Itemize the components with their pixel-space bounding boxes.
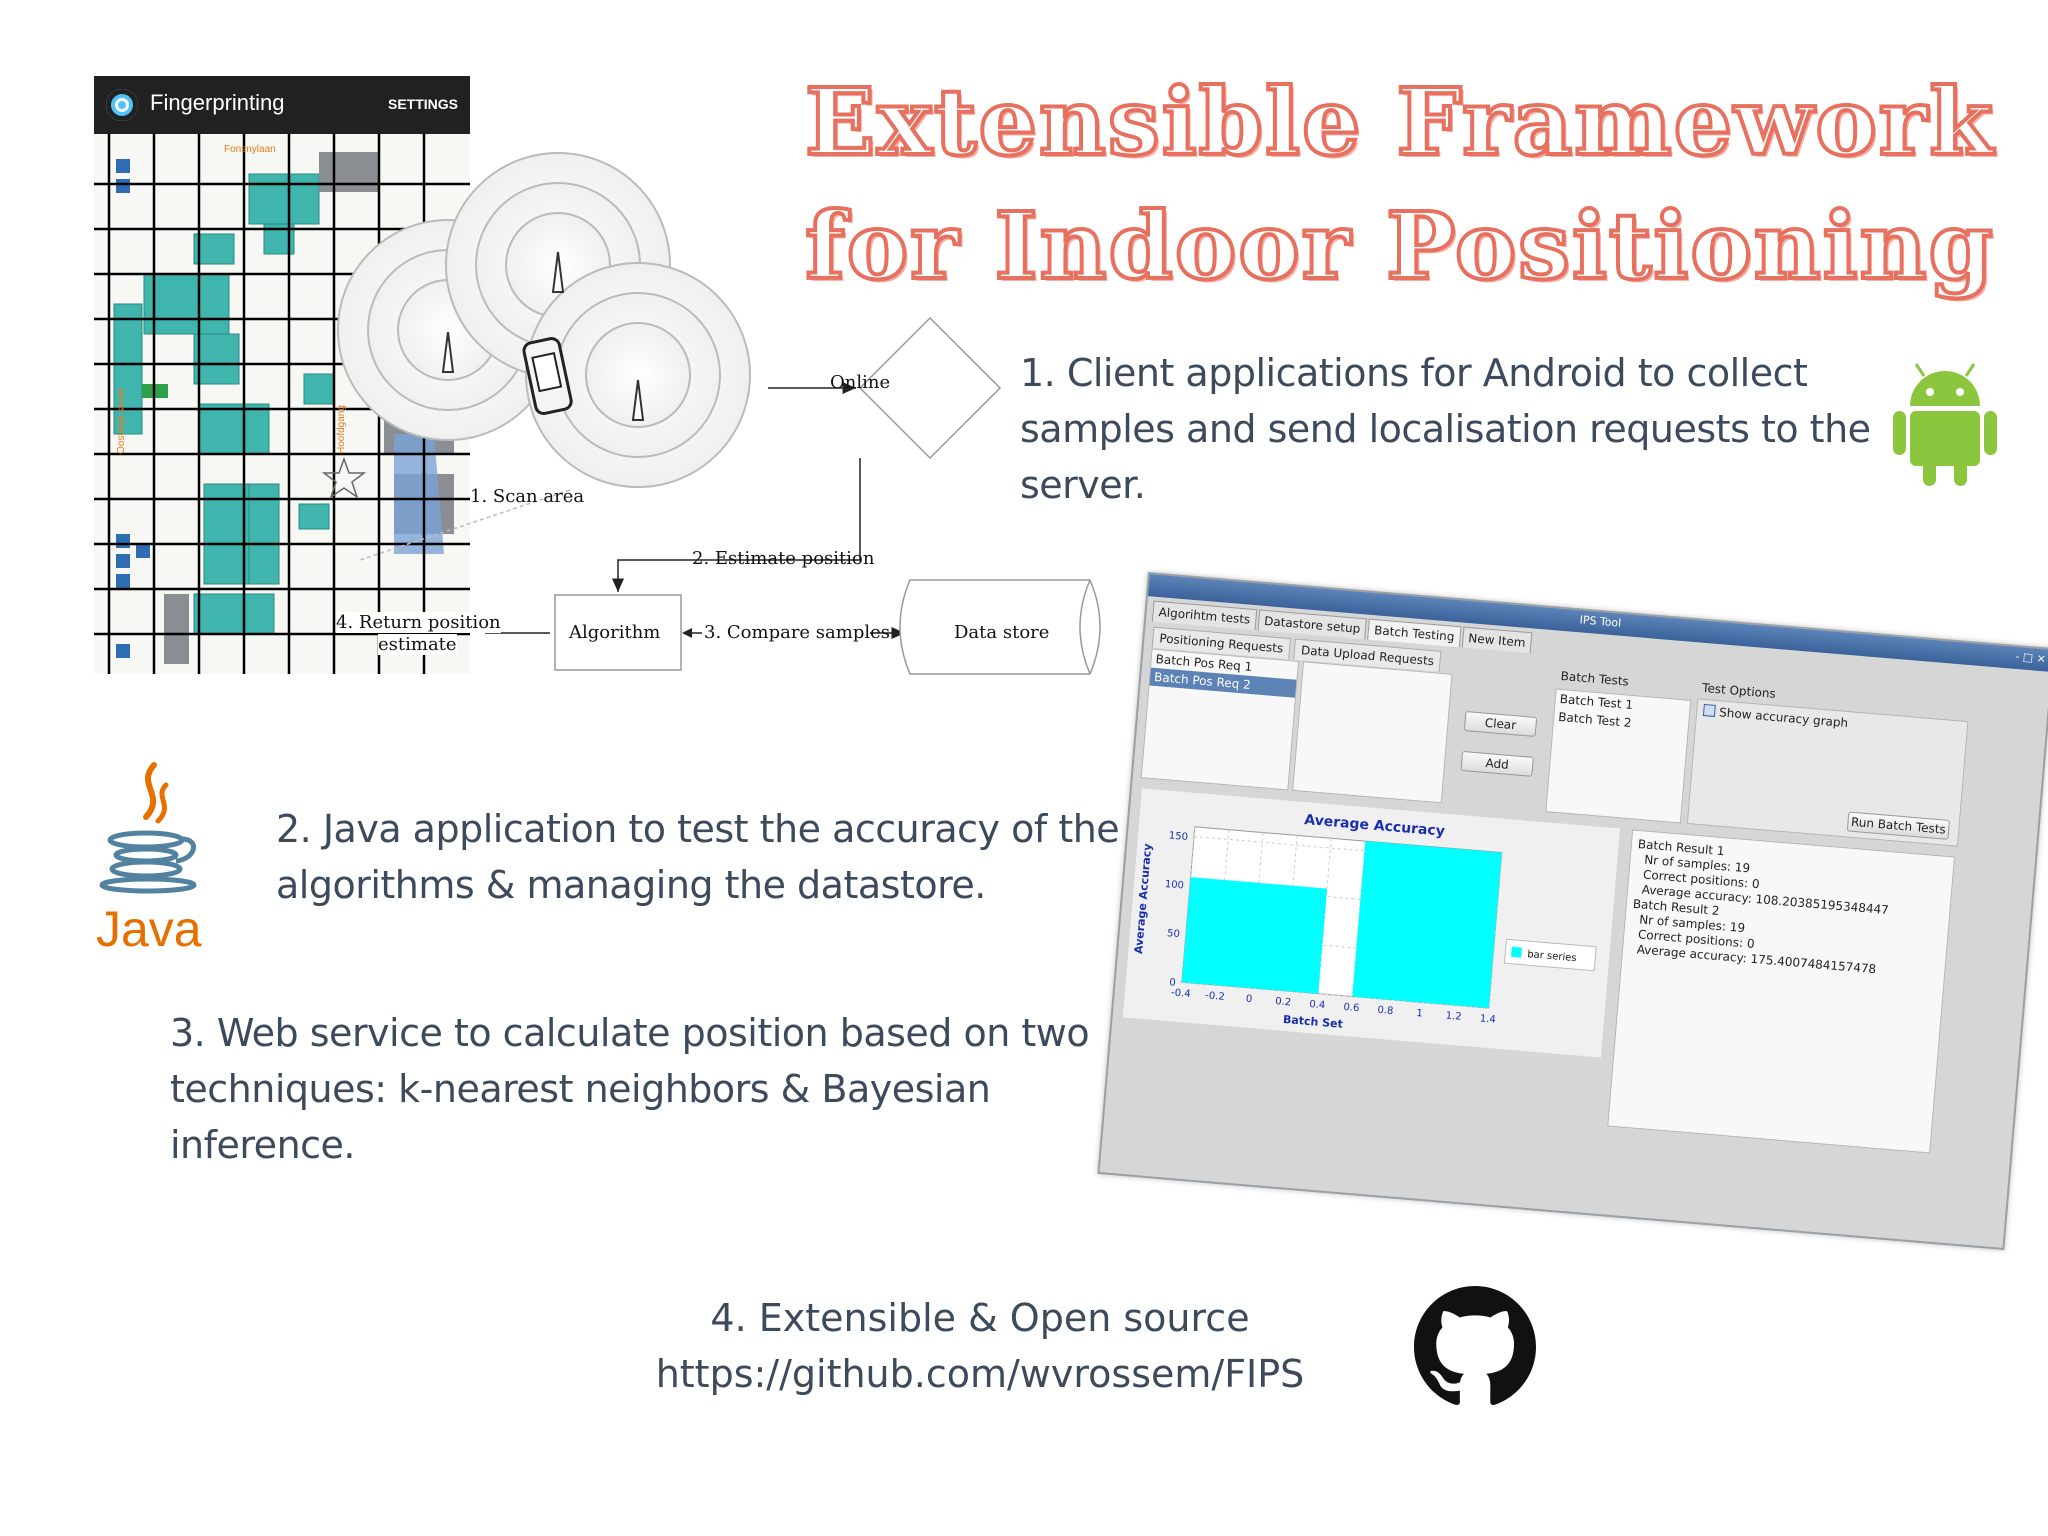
add-button[interactable]: Add: [1460, 750, 1534, 777]
antenna-icon: [441, 251, 645, 421]
y-tick-label: 0: [1169, 977, 1176, 988]
window-controls[interactable]: - □ ×: [2014, 649, 2047, 666]
feature-3: 3. Web service to calculate position bas…: [170, 1005, 1090, 1173]
java-logo-text: Java: [96, 901, 202, 957]
feature-3-line-3: inference.: [170, 1123, 356, 1167]
online-label: Online: [830, 372, 891, 393]
positioning-requests-list[interactable]: Batch Pos Req 1 Batch Pos Req 2: [1140, 648, 1300, 791]
algorithm-label: Algorithm: [569, 622, 661, 643]
y-tick-label: 100: [1164, 879, 1184, 892]
feature-2-line-2: algorithms & managing the datastore.: [276, 863, 986, 907]
feature-2-line-1: 2. Java application to test the accuracy…: [276, 807, 1120, 851]
tab-new-item[interactable]: New Item: [1461, 626, 1533, 654]
online-diamond: [858, 316, 1002, 460]
show-graph-label: Show accuracy graph: [1718, 705, 1849, 731]
x-tick-label: 0.4: [1309, 999, 1326, 1011]
github-link[interactable]: https://github.com/wvrossem/FIPS: [655, 1352, 1305, 1396]
access-point-signal: [337, 152, 751, 488]
feature-1-line-3: server.: [1020, 463, 1146, 507]
return-estimate-label: estimate: [378, 634, 457, 655]
x-tick-label: -0.2: [1205, 990, 1225, 1003]
accuracy-chart: Average Accuracy Average Accuracy Batch …: [1122, 788, 1621, 1058]
app-title: Fingerprinting: [150, 90, 285, 115]
batch-results-text: Batch Result 1 Nr of samples: 19 Correct…: [1628, 836, 1890, 977]
clear-button[interactable]: Clear: [1463, 711, 1538, 738]
java-cup-icon: [99, 762, 197, 894]
scan-area-label: 1. Scan area: [470, 486, 585, 507]
feature-1-line-2: samples and send localisation requests t…: [1020, 407, 1871, 451]
title-line-2: for Indoor Positioning: [803, 190, 1995, 302]
feature-2: 2. Java application to test the accuracy…: [276, 801, 1120, 913]
chart-legend: bar series: [1503, 938, 1597, 972]
feature-1: 1. Client applications for Android to co…: [1020, 345, 1871, 513]
x-tick-label: 0.2: [1275, 996, 1292, 1008]
poster-title: Extensible Framework for Indoor Position…: [800, 60, 2000, 308]
tab-algorithm-tests[interactable]: Algorihtm tests: [1151, 600, 1258, 631]
street-label: Oostelijk straat: [116, 388, 127, 454]
feature-4-line-1: 4. Extensible & Open source: [710, 1296, 1250, 1340]
street-label: Hoofdgang: [336, 405, 347, 454]
x-tick-label: 1.2: [1445, 1010, 1462, 1022]
legend-label: bar series: [1527, 949, 1577, 964]
batch-tests-list[interactable]: Batch Test 1 Batch Test 2: [1545, 688, 1692, 824]
x-tick-label: 1.4: [1479, 1013, 1496, 1025]
feature-1-line-1: 1. Client applications for Android to co…: [1020, 351, 1808, 395]
android-icon: [1893, 363, 1997, 486]
checkbox-icon[interactable]: [1702, 703, 1716, 717]
estimate-position-label: 2. Estimate position: [692, 548, 875, 569]
x-tick-label: -0.4: [1171, 987, 1191, 1000]
x-tick-label: 0.8: [1377, 1005, 1394, 1017]
phone-device-icon: [522, 337, 573, 416]
grid-line: [1317, 838, 1332, 994]
feature-3-line-2: techniques: k-nearest neighbors & Bayesi…: [170, 1067, 991, 1111]
legend-swatch: [1511, 946, 1522, 958]
settings-button[interactable]: SETTINGS: [387, 96, 458, 112]
title-line-1: Extensible Framework: [803, 66, 1995, 178]
ips-tool-window: IPS Tool - □ × Algorihtm tests Datastore…: [1097, 572, 2048, 1251]
chart-x-label: Batch Set: [1283, 1013, 1344, 1031]
chart-bar: [1352, 841, 1502, 1009]
batch-tests-label: Batch Tests: [1560, 668, 1630, 689]
return-position-label: 4. Return position: [336, 612, 501, 633]
data-store-label: Data store: [954, 622, 1050, 643]
algorithm-box: [554, 594, 682, 671]
fingerprint-app-icon: [106, 89, 138, 121]
positioning-diagram: [337, 152, 1101, 675]
feature-4: 4. Extensible & Open source https://gith…: [600, 1290, 1360, 1402]
compare-samples-label: 3. Compare samples: [704, 622, 891, 643]
y-tick-label: 50: [1167, 928, 1181, 940]
app-bar: Fingerprinting SETTINGS: [94, 76, 470, 134]
chart-bar: [1181, 877, 1328, 994]
feature-3-line-1: 3. Web service to calculate position bas…: [170, 1011, 1090, 1055]
x-tick-label: 1: [1416, 1008, 1423, 1019]
github-octocat-icon[interactable]: [1414, 1286, 1536, 1408]
show-graph-option[interactable]: Show accuracy graph: [1702, 703, 1849, 731]
batch-results-panel: Batch Result 1 Nr of samples: 19 Correct…: [1607, 829, 1956, 1154]
x-tick-label: 0.6: [1343, 1002, 1360, 1014]
tab-batch-testing[interactable]: Batch Testing: [1367, 618, 1462, 648]
street-label: Fonsnylaan: [224, 144, 276, 155]
x-tick-label: 0: [1245, 994, 1252, 1005]
y-tick-label: 150: [1168, 830, 1188, 843]
tab-datastore-setup[interactable]: Datastore setup: [1257, 609, 1368, 640]
test-options-label: Test Options: [1701, 680, 1777, 701]
data-upload-list[interactable]: [1292, 661, 1453, 804]
